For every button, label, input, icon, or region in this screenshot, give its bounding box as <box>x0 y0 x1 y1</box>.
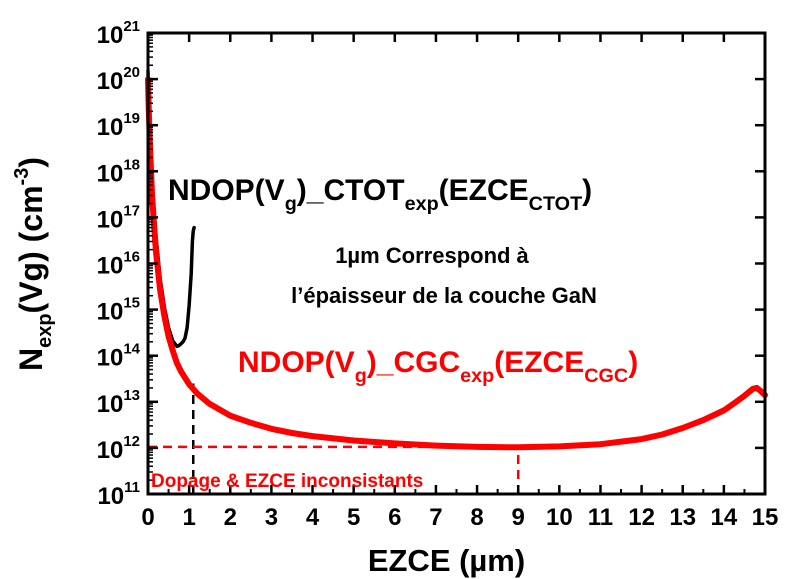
series-line-cgc <box>145 76 768 451</box>
x-tick-label: 10 <box>546 504 573 531</box>
x-tick-label: 13 <box>669 504 696 531</box>
y-tick-label: 1020 <box>97 64 140 95</box>
y-tick-label: 1014 <box>97 341 141 372</box>
x-tick-label: 14 <box>711 504 738 531</box>
y-tick-label: 1013 <box>97 387 140 418</box>
x-axis-label: EZCE (µm) <box>368 543 525 578</box>
y-axis-label: Nexp(Vg) (cm-3) <box>11 157 56 371</box>
y-tick-label: 1015 <box>97 295 140 326</box>
x-tick-label: 3 <box>265 504 278 531</box>
x-tick-label: 12 <box>628 504 655 531</box>
x-tick-label: 2 <box>224 504 237 531</box>
x-tick-label: 9 <box>512 504 525 531</box>
note-line-1: 1µm Correspond à <box>335 243 529 268</box>
x-tick-label: 5 <box>347 504 360 531</box>
x-tick-label: 15 <box>752 504 779 531</box>
y-tick-label: 1012 <box>97 433 140 464</box>
x-tick-label: 7 <box>429 504 442 531</box>
note-line-2: l’épaisseur de la couche GaN <box>291 283 597 308</box>
y-tick-label: 1017 <box>97 202 140 233</box>
x-tick-label: 6 <box>388 504 401 531</box>
x-tick-label: 8 <box>470 504 483 531</box>
y-tick-label: 1021 <box>97 18 140 49</box>
y-tick-label: 1016 <box>97 249 140 280</box>
x-tick-label: 11 <box>588 504 613 531</box>
y-tick-label: 1011 <box>97 479 140 510</box>
series-label-ctot: NDOP(Vg)_CTOTexp(EZCECTOT) <box>168 174 592 215</box>
x-tick-label: 1 <box>182 504 195 531</box>
y-tick-label: 1018 <box>97 156 140 187</box>
x-tick-label: 4 <box>306 504 320 531</box>
warning-annotation: Dopage & EZCE inconsistants <box>151 471 423 492</box>
y-tick-label: 1019 <box>97 110 140 141</box>
series-label-cgc: NDOP(Vg)_CGCexp(EZCECGC) <box>238 346 638 387</box>
x-tick-label: 0 <box>141 504 154 531</box>
